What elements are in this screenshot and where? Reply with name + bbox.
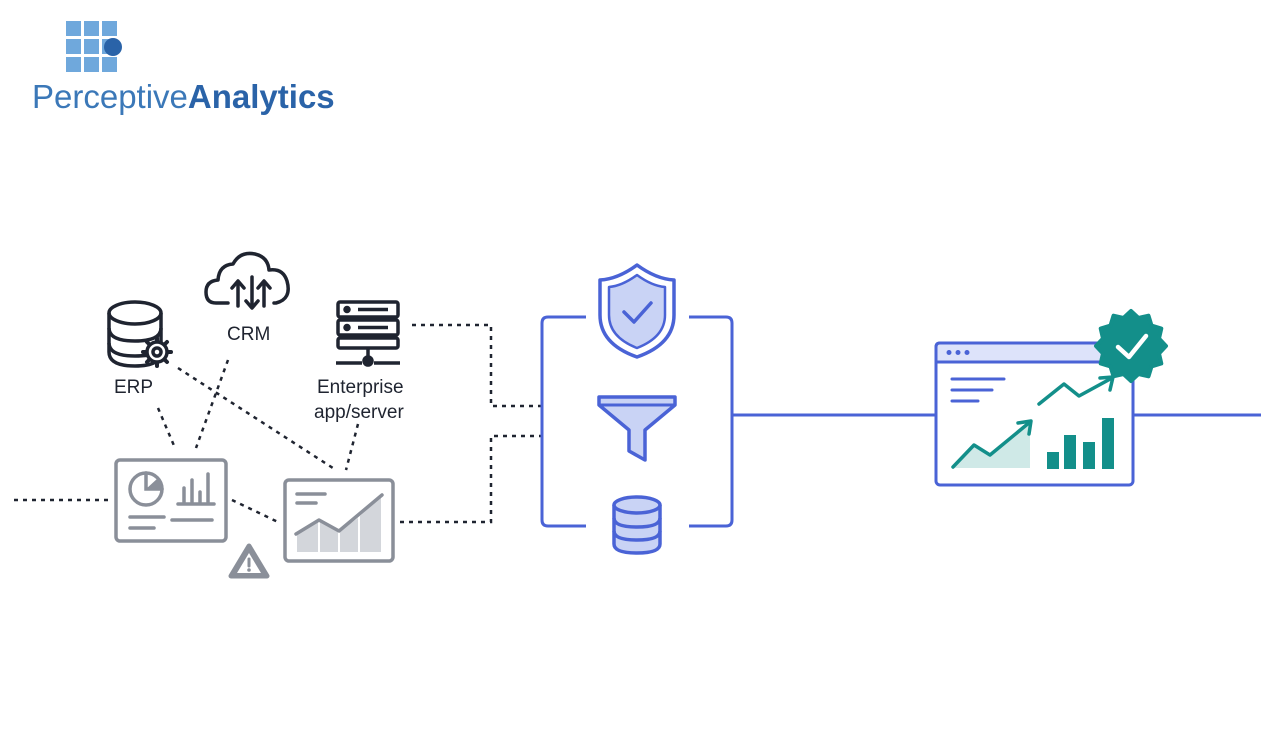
dashboard-icon xyxy=(114,458,228,543)
warning-triangle-icon xyxy=(228,543,270,579)
database-icon xyxy=(612,495,662,555)
enterprise-label-line2: app/server xyxy=(314,402,404,423)
browser-dashboard-icon xyxy=(934,341,1135,487)
dotted-connectors xyxy=(14,323,542,525)
pipeline-right-bracket xyxy=(689,315,734,528)
dashboard-to-report-line xyxy=(231,498,281,525)
grid-squares-icon xyxy=(66,21,122,72)
pipeline-left-bracket xyxy=(540,315,586,528)
enterprise-to-pipeline-line xyxy=(412,323,542,408)
database-gear-icon xyxy=(107,300,173,368)
company-logo: PerceptiveAnalytics xyxy=(32,21,335,115)
verified-badge-icon xyxy=(1094,309,1168,383)
funnel-icon xyxy=(597,395,677,462)
erp-to-report-line xyxy=(177,366,337,472)
logo-text: PerceptiveAnalytics xyxy=(32,78,335,115)
crm-to-dashboard-line xyxy=(194,359,230,449)
server-icon xyxy=(336,300,400,367)
report-to-pipeline-line xyxy=(400,434,542,524)
logo-text-bold: Analytics xyxy=(188,78,335,115)
crm-label: CRM xyxy=(227,324,270,345)
erp-to-dashboard-line xyxy=(156,407,177,449)
enterprise-to-report-line xyxy=(344,423,360,471)
line-chart-icon xyxy=(283,478,395,563)
erp-label: ERP xyxy=(114,377,153,398)
cloud-sync-icon xyxy=(204,251,290,310)
shield-check-icon xyxy=(598,263,676,359)
pipeline-bracket xyxy=(540,315,1261,528)
enterprise-label-line1: Enterprise xyxy=(317,377,404,398)
logo-text-light: Perceptive xyxy=(32,78,188,115)
